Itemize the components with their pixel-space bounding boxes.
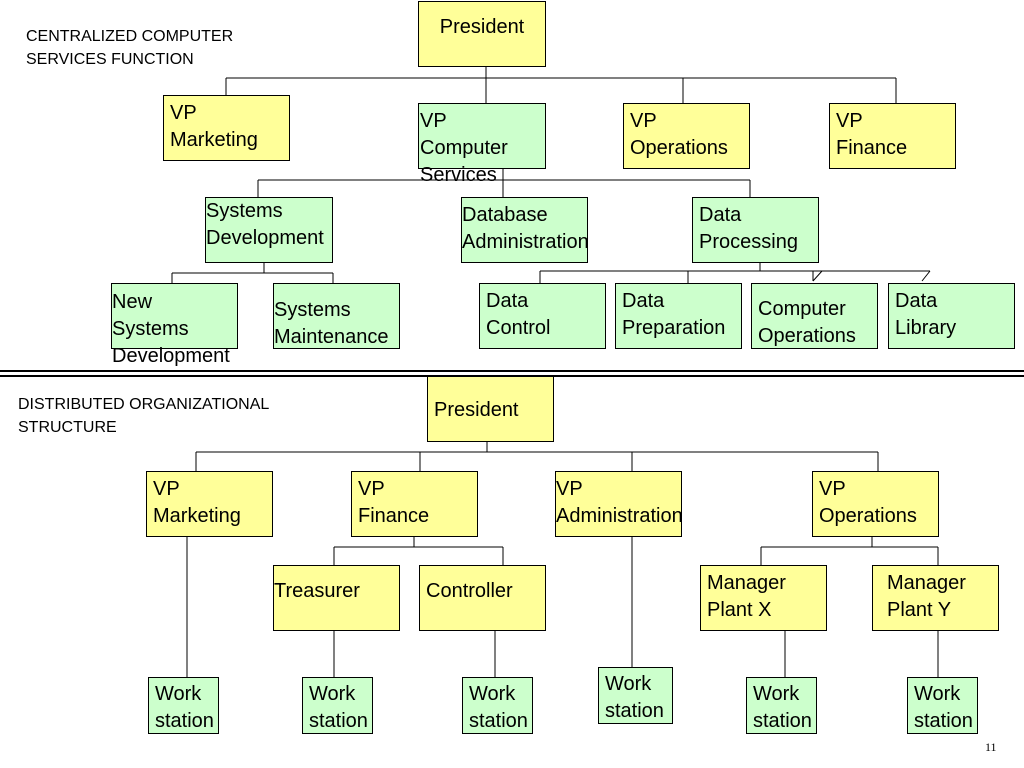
centralized-president-box: President [418, 1, 546, 67]
data-control-box: Data Control [479, 283, 606, 349]
data-processing-box: Data Processing [692, 197, 819, 263]
treasurer-box: Treasurer [273, 565, 400, 631]
vp-administration-box: VP Administration [555, 471, 683, 537]
centralized-section-title: CENTRALIZED COMPUTER SERVICES FUNCTION [26, 28, 234, 68]
computer-operations-box: Computer Operations [751, 283, 878, 349]
vp-computer-services-box: VP Computer Services [418, 103, 546, 186]
centralized-vp-finance-box: VP Finance [829, 103, 956, 169]
page-number: 11 [985, 740, 997, 754]
workstation-controller-box: Work station [462, 677, 533, 734]
distributed-vp-operations-box: VP Operations [812, 471, 939, 537]
manager-plant-y-box: Manager Plant Y [872, 565, 999, 631]
systems-development-box: Systems Development [205, 197, 333, 263]
distributed-president-box: President [427, 376, 554, 442]
workstation-administration-box: Work station [598, 667, 673, 724]
workstation-treasurer-box: Work station [302, 677, 373, 734]
new-systems-development-box: New Systems Development [111, 283, 238, 367]
distributed-vp-finance-box: VP Finance [351, 471, 478, 537]
data-library-box: Data Library [888, 283, 1015, 349]
distributed-section-title: DISTRIBUTED ORGANIZATIONAL STRUCTURE [18, 396, 270, 436]
systems-maintenance-box: Systems Maintenance [273, 283, 400, 349]
distributed-vp-marketing-box: VP Marketing [146, 471, 273, 537]
centralized-vp-operations-box: VP Operations [623, 103, 750, 169]
database-administration-box: Database Administration [461, 197, 589, 263]
workstation-marketing-box: Work station [148, 677, 219, 734]
manager-plant-x-box: Manager Plant X [700, 565, 827, 631]
centralized-vp-marketing-box: VP Marketing [163, 95, 290, 161]
workstation-plant-y-box: Work station [907, 677, 978, 734]
workstation-plant-x-box: Work station [746, 677, 817, 734]
data-preparation-box: Data Preparation [615, 283, 742, 349]
controller-box: Controller [419, 565, 546, 631]
